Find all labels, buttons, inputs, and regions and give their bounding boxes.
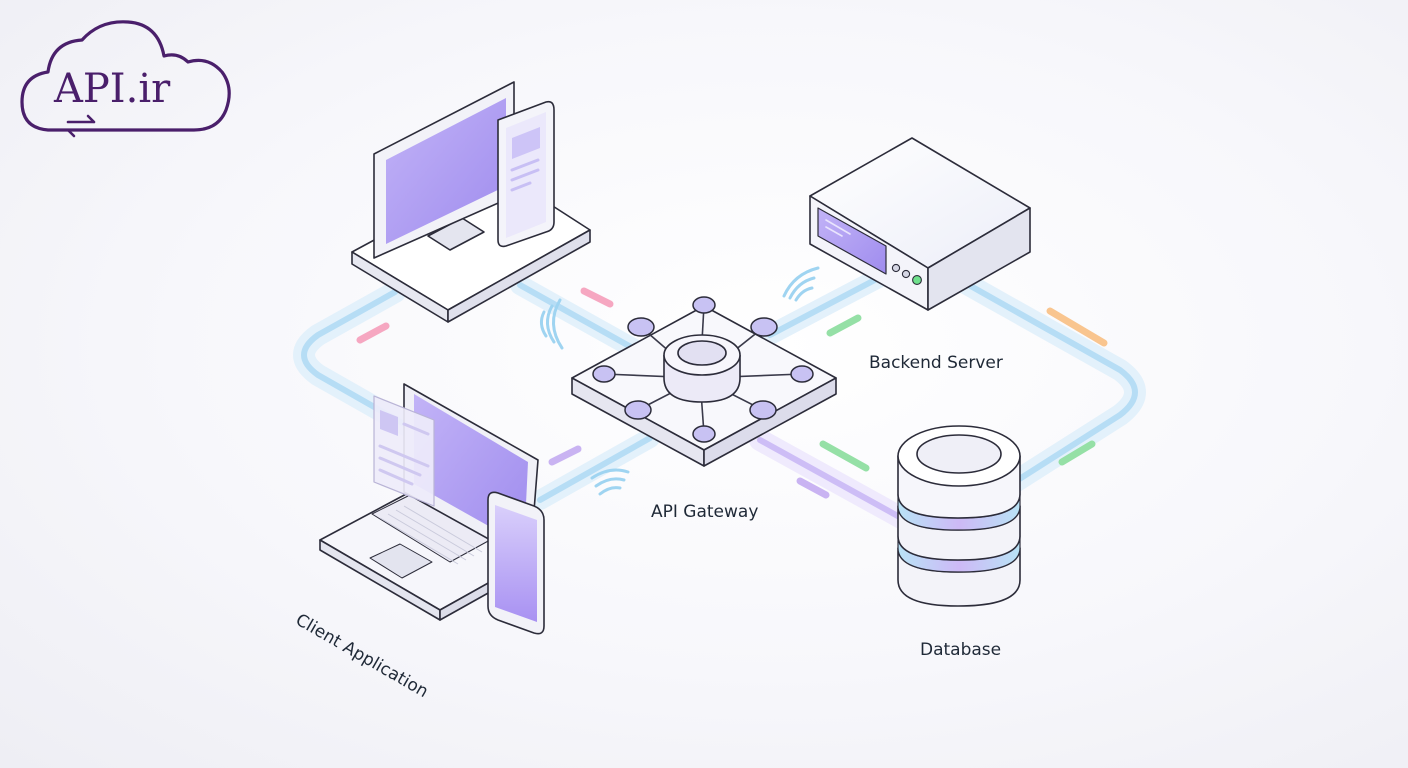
packet-green-1 [826, 314, 862, 337]
api-gateway-hub [571, 296, 837, 467]
desktop-computer [351, 81, 591, 323]
logo-text: API.ir [54, 66, 171, 112]
wifi-signal-icon [539, 298, 564, 350]
right-loop-pipe-core [957, 277, 1138, 488]
packet-pink-1 [580, 287, 614, 308]
phone-content-block [512, 127, 540, 159]
desktop-platform-front [447, 229, 591, 323]
node [627, 317, 655, 337]
connection-pipes [293, 262, 1146, 531]
laptop-trackpad [369, 543, 433, 579]
node [592, 365, 616, 383]
packet-pink-2 [356, 322, 390, 344]
node [750, 317, 778, 337]
backend-server-label: Backend Server [869, 353, 1003, 373]
packet-green-3 [1058, 440, 1096, 466]
db-top-inner [916, 434, 1002, 474]
monitor-screen [386, 98, 506, 244]
desktop-gateway-pipe-core [517, 282, 643, 355]
gateway-platform-right [703, 377, 837, 467]
gateway-core-hole [677, 340, 727, 366]
server-indicator-light [891, 263, 901, 273]
data-packets [356, 287, 1108, 499]
packet-purple-1 [548, 445, 582, 466]
node [624, 400, 652, 420]
mobile-phone-screen [495, 505, 537, 622]
gateway-database-pipe-core [757, 437, 908, 523]
left-loop-pipe-core [301, 289, 453, 453]
backend-server [809, 137, 1031, 311]
laptop-gateway-pipe-core [537, 435, 653, 503]
packet-green-2 [819, 440, 870, 472]
node [790, 365, 814, 383]
gateway-nodes [592, 296, 814, 443]
node [692, 425, 716, 443]
api-gateway-label: API Gateway [651, 502, 759, 522]
node [749, 400, 777, 420]
server-status-light [912, 275, 922, 285]
browser-window-lines [378, 422, 430, 486]
phone-text-lines [510, 158, 540, 192]
database-label: Database [920, 640, 1002, 660]
wifi-signal-icon [590, 468, 630, 496]
packet-purple-2 [796, 477, 830, 499]
server-side [927, 207, 1031, 311]
packet-orange-1 [1046, 307, 1108, 347]
browser-window-block [380, 410, 398, 436]
cloud-icon [20, 20, 231, 138]
server-display-lines [825, 219, 851, 237]
wifi-signal-icon [782, 266, 820, 302]
server-indicator-light [901, 269, 911, 279]
database-cylinder [897, 425, 1021, 607]
node [692, 296, 716, 314]
sync-arrows-icon [66, 114, 96, 138]
laptop-computer [319, 383, 545, 635]
keyboard-keys [379, 505, 483, 565]
api-ir-logo[interactable]: API.ir [18, 18, 234, 142]
gateway-server-pipe-core [767, 269, 893, 338]
